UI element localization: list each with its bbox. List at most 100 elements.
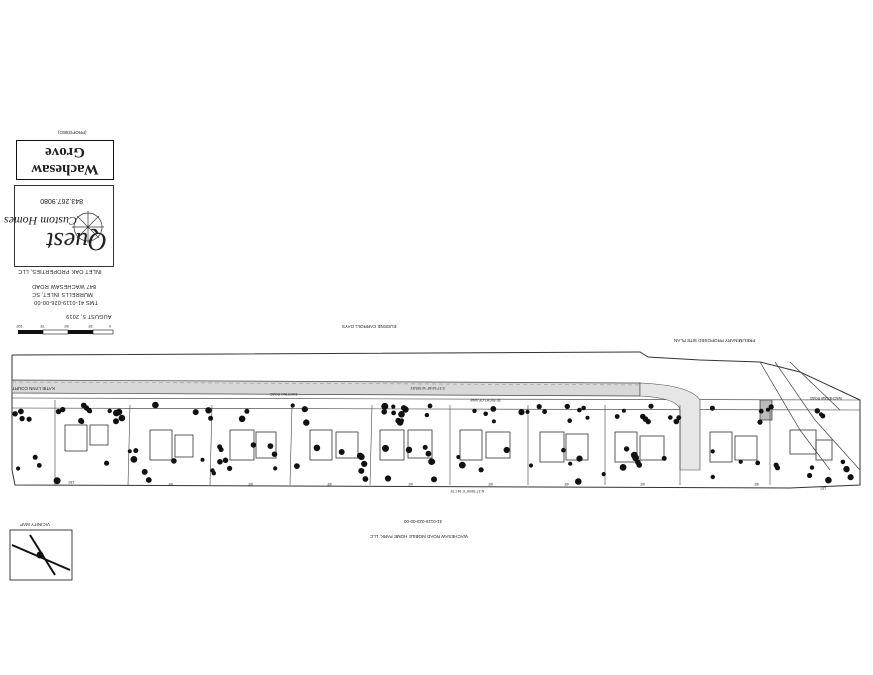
tree-marker: [338, 449, 345, 455]
company-name: Quest: [46, 227, 107, 256]
tree-marker: [536, 404, 542, 410]
tree-marker: [601, 472, 606, 477]
tree-marker: [113, 418, 119, 425]
tree-marker: [217, 459, 223, 465]
north-owner: EUGENE CARROLL DAYS: [342, 324, 397, 329]
tree-marker: [632, 454, 639, 462]
tree-marker: [768, 404, 774, 410]
tree-marker: [757, 419, 763, 425]
owner-address-1: 847 WACHESAW ROAD: [32, 283, 97, 289]
scale-label-50: 50': [64, 324, 69, 328]
tree-marker: [18, 408, 24, 415]
lot-dim: 65': [564, 482, 569, 486]
tree-marker: [774, 465, 781, 471]
tree-marker: [391, 404, 396, 409]
tree-marker: [577, 407, 582, 413]
tree-marker: [820, 413, 826, 419]
tree-marker: [525, 409, 530, 414]
tree-marker: [825, 476, 832, 484]
lot-dim: 65': [488, 482, 493, 486]
tree-marker: [16, 466, 21, 471]
tree-marker: [227, 465, 233, 471]
tree-marker: [840, 459, 846, 465]
tree-marker: [267, 443, 274, 449]
wachesaw-road-label: WACHESAW ROAD: [810, 396, 842, 400]
tree-marker: [429, 459, 436, 465]
lot-dim: 65': [327, 482, 332, 486]
tree-marker: [104, 460, 110, 466]
tree-marker: [561, 447, 566, 453]
south-owner-name: WACHESAW ROAD MOBILE HOME PARK, LLC: [370, 534, 468, 539]
tree-marker: [301, 406, 308, 413]
tree-marker: [585, 415, 590, 420]
tree-marker: [115, 408, 123, 416]
tree-marker: [518, 409, 525, 416]
tree-marker: [456, 455, 461, 459]
tree-marker: [542, 409, 547, 415]
tree-marker: [127, 449, 132, 454]
tree-marker: [381, 409, 388, 415]
vicinity-map-label: VICINITY MAP: [20, 522, 50, 527]
south-bearing: N 37°35'00" E 947.75': [450, 489, 485, 493]
tree-marker: [384, 475, 392, 482]
end-dim: 130': [68, 480, 75, 484]
tree-marker: [424, 412, 430, 418]
tree-marker: [645, 418, 651, 425]
lot-dim: 65': [754, 482, 759, 486]
tree-marker: [32, 454, 38, 460]
tree-marker: [290, 403, 295, 408]
tree-marker: [472, 408, 477, 414]
tree-marker: [491, 419, 496, 424]
tree-marker: [358, 453, 365, 461]
tree-marker: [313, 444, 321, 452]
tree-marker: [133, 448, 139, 454]
tree-marker: [107, 408, 112, 414]
project-name-line-1: Wachesaw: [31, 161, 99, 177]
tree-marker: [55, 408, 62, 415]
plan-date: AUGUST 5, 2019: [66, 313, 112, 319]
tree-marker: [152, 401, 159, 409]
tree-marker: [118, 414, 126, 422]
tree-marker: [381, 402, 389, 410]
tree-marker: [709, 405, 715, 411]
vicinity-map: [9, 529, 73, 581]
tree-marker: [53, 477, 61, 485]
tree-marker: [12, 411, 18, 417]
tree-marker: [576, 455, 583, 462]
lot-dim-end: 120': [820, 486, 827, 490]
tree-marker: [205, 407, 212, 414]
tree-marker: [141, 468, 148, 475]
tree-marker: [294, 463, 300, 469]
tree-marker: [398, 411, 405, 418]
tree-marker: [490, 406, 497, 412]
tree-marker: [847, 474, 854, 481]
existing-road-label: EXISTING ROAD: [270, 392, 298, 396]
tree-marker: [621, 408, 626, 413]
project-name-line-2: Grove: [45, 144, 85, 160]
tree-marker: [581, 405, 586, 411]
wachesaw-road: [759, 361, 861, 471]
compass-icon: [72, 211, 104, 243]
right-of-way-label: 30' RIGHT-OF-WAY: [470, 398, 502, 402]
tree-marker: [619, 464, 627, 471]
tree-marker: [382, 444, 389, 452]
tree-marker: [478, 467, 484, 473]
scale-label-25: 25': [88, 324, 93, 328]
tree-marker: [483, 411, 489, 417]
access-road: [11, 379, 701, 471]
tree-marker: [427, 403, 433, 409]
tree-marker: [425, 450, 432, 457]
house-footprints: [64, 424, 833, 463]
tree-marker: [648, 403, 654, 409]
tree-marker: [636, 462, 643, 468]
tree-marker: [710, 474, 715, 480]
tree-marker: [19, 415, 25, 422]
tree-marker: [192, 409, 199, 416]
tree-marker: [200, 457, 205, 462]
company-phone: 843.267.9080: [40, 197, 83, 204]
tree-marker: [422, 444, 428, 450]
tree-marker: [358, 467, 365, 474]
tree-marker: [710, 449, 715, 454]
project-title-box: Wachesaw Grove: [16, 140, 114, 180]
